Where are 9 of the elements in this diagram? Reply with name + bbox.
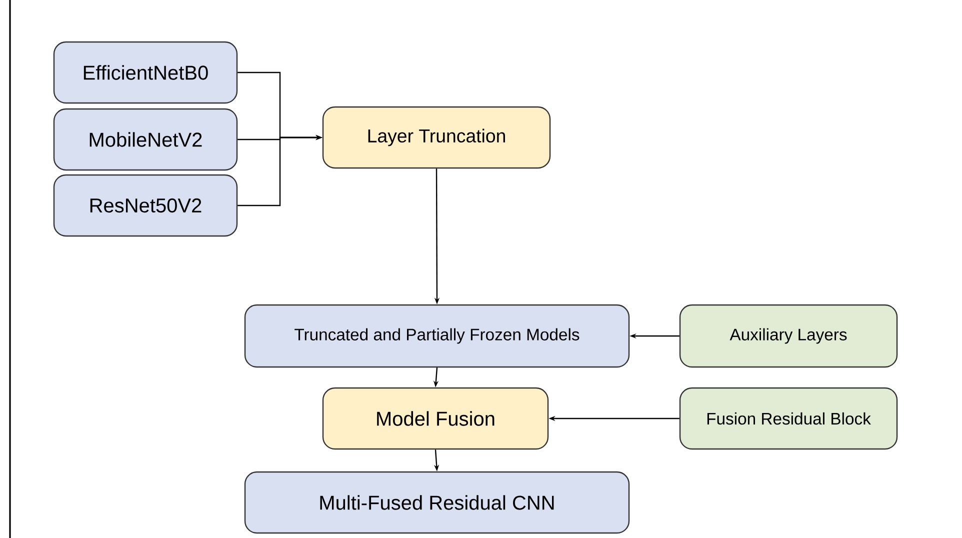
- model-box: MobileNetV2: [53, 108, 238, 171]
- process-box: Model Fusion: [322, 387, 549, 450]
- process-box: Layer Truncation: [322, 106, 551, 169]
- model-box: ResNet50V2: [53, 174, 238, 237]
- output-box: Multi-Fused Residual CNN: [244, 471, 630, 534]
- process-box: Truncated and Partially Frozen Models: [244, 304, 630, 368]
- model-box: EfficientNetB0: [53, 41, 238, 104]
- input-box: Fusion Residual Block: [679, 387, 898, 450]
- input-box: Auxiliary Layers: [679, 304, 898, 368]
